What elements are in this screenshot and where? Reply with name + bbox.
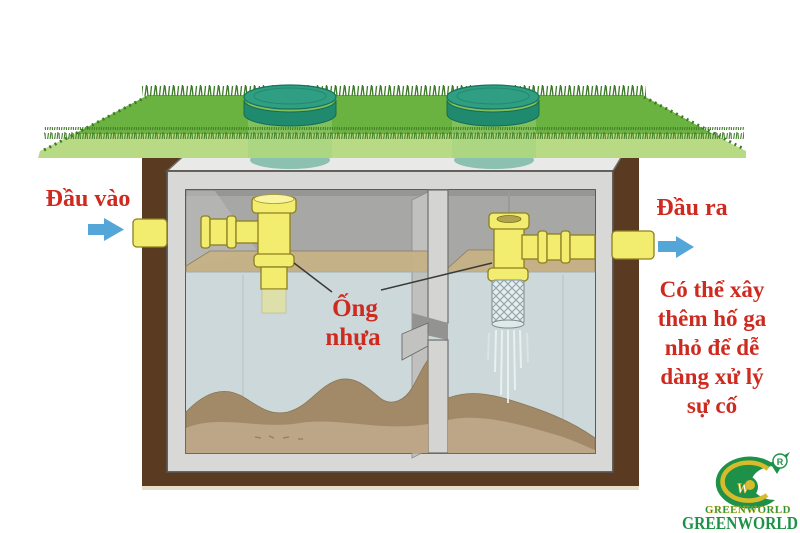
outlet-label: Đầu ra — [656, 195, 727, 221]
sludge-speckles — [254, 435, 303, 440]
tee-bottom-collar — [253, 253, 295, 268]
note-line: sự cố — [687, 393, 738, 418]
logo-monogram: W — [736, 481, 751, 497]
pipe-coupling-ring — [537, 230, 548, 264]
pipe-coupling-ring — [560, 230, 571, 264]
tee-drop-pipe — [260, 266, 288, 290]
lid-top — [446, 84, 540, 110]
pipe-label-line1: Ống — [332, 293, 378, 322]
inlet-arrow — [88, 218, 124, 241]
logo-name-small: GREENWORLD — [705, 505, 791, 516]
filter-collar — [487, 267, 529, 282]
note-line: dàng xử lý — [660, 364, 764, 389]
registered-mark-circle — [772, 453, 788, 469]
manhole-lid-right — [446, 84, 540, 127]
greenworld-logo: W R GREENWORLD GREENWORLD — [682, 452, 798, 533]
logo-swirl-center-accent — [745, 480, 755, 490]
logo-swirl-yellow-stripe — [720, 460, 770, 503]
filter-bottom — [491, 319, 525, 329]
tee-vertical-body — [493, 227, 525, 271]
manhole-lid-left — [243, 84, 337, 127]
filter-basket — [491, 279, 525, 329]
grass-tuft-fringe-top — [142, 85, 646, 97]
pipe-label-line2: nhựa — [325, 324, 381, 351]
lid-rim — [253, 87, 327, 105]
scum-layer-left — [185, 250, 429, 273]
tee-drop-pipe-submerged — [261, 288, 287, 314]
logo-name-large: GREENWORLD — [682, 513, 798, 533]
lid-skirt — [243, 99, 337, 127]
sludge-bottom-layer — [186, 421, 428, 453]
spray-line — [500, 329, 503, 396]
grass-slope-tufts-left — [43, 95, 147, 152]
grass-mound — [38, 85, 746, 158]
note-line: thêm hố ga — [658, 306, 767, 331]
pipe-segment — [209, 218, 228, 246]
tee-cap-top — [253, 194, 295, 204]
spray-line — [526, 332, 529, 363]
pipe-segment — [569, 234, 596, 260]
pipe-segment — [546, 233, 562, 261]
grass-tuft-fringe-mid — [44, 127, 744, 139]
pipe-segment — [521, 234, 541, 260]
lid-rim — [456, 87, 530, 105]
note-text-block: Có thể xây thêm hố ga nhỏ để dễ dàng xử … — [658, 277, 767, 418]
sludge-left-chamber — [185, 359, 429, 454]
spray-line — [513, 329, 516, 391]
sludge-right-chamber — [447, 393, 596, 454]
divider-upper-segment — [427, 189, 449, 324]
pointer-line-left — [293, 262, 333, 293]
outlet-arrow — [658, 236, 694, 258]
lid-skirt — [446, 99, 540, 127]
septic-tank — [165, 150, 627, 473]
outlet-pipe-assembly — [487, 212, 596, 282]
pointer-line-right — [380, 262, 493, 291]
outlet-pipe-stub — [611, 230, 655, 260]
grass-slope-tufts-right — [643, 95, 745, 151]
inlet-pipe-stub — [132, 218, 168, 248]
tee-vertical-body — [257, 210, 291, 258]
note-line: Có thể xây — [660, 277, 765, 302]
grass-front-face — [38, 134, 746, 158]
tee-cap-opening — [496, 215, 522, 223]
arrow-shape — [658, 236, 694, 258]
spray-line — [494, 329, 497, 373]
filter-mesh — [492, 280, 524, 324]
arrow-shape — [88, 218, 124, 241]
spray-line — [519, 329, 522, 369]
registered-mark: R — [777, 457, 784, 467]
sludge-bottom-layer — [448, 417, 595, 453]
inlet-label: Đầu vào — [46, 186, 131, 212]
spray-line — [487, 332, 490, 361]
inlet-pipe-assembly — [200, 194, 297, 314]
earth-bottom-edge — [142, 486, 639, 490]
note-line: nhỏ để dễ — [665, 335, 760, 360]
divider-wall — [401, 189, 449, 454]
lid-top — [243, 84, 337, 110]
divider-lower-segment — [427, 339, 449, 454]
pipe-coupling-ring — [200, 215, 211, 249]
water-spray — [487, 329, 529, 403]
air-space-ceiling-shadow — [186, 190, 595, 196]
pipe-coupling-ring — [226, 215, 237, 249]
